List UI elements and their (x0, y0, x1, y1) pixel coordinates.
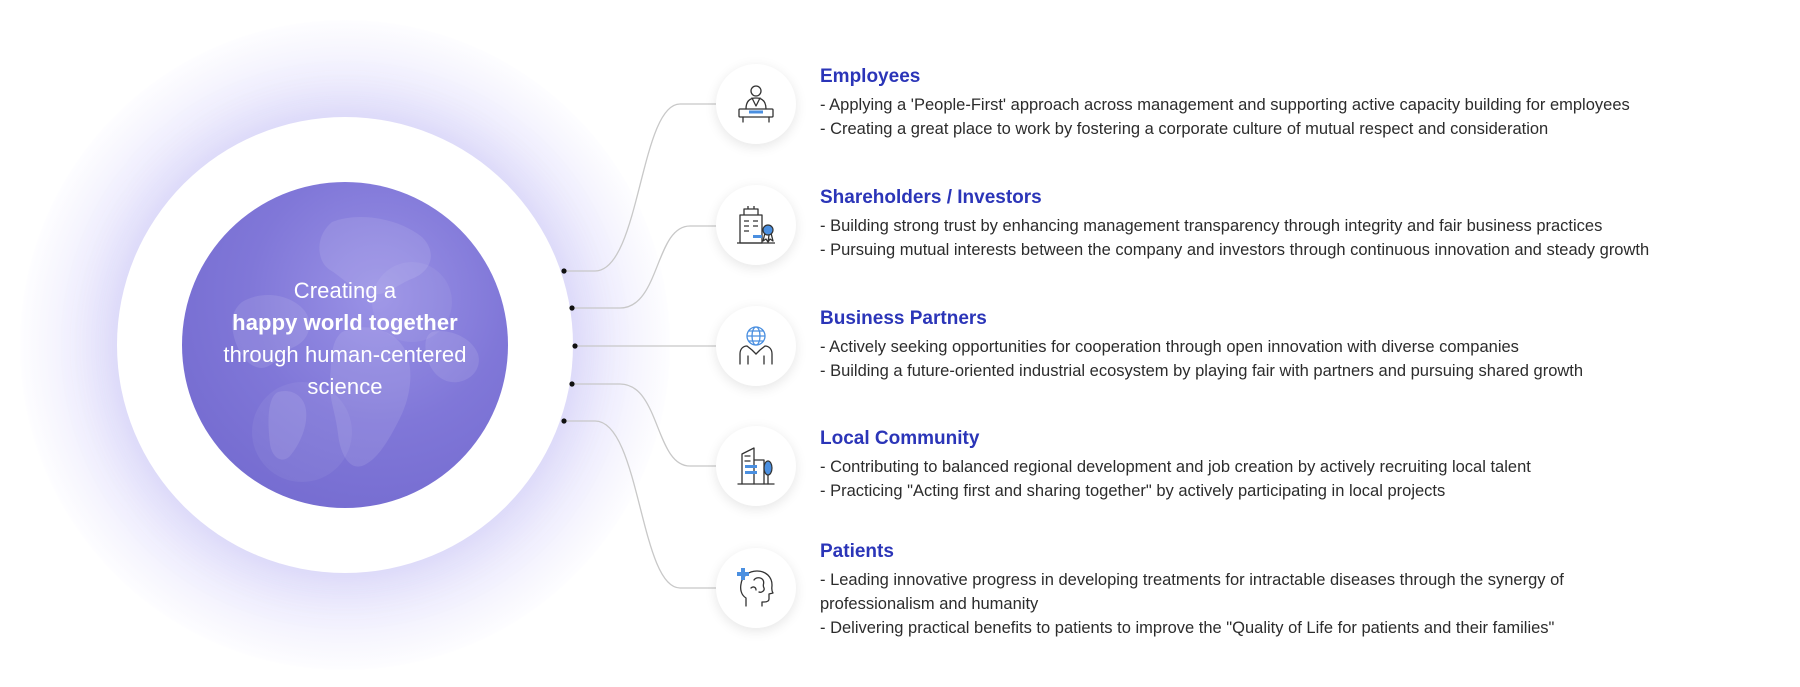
shareholders-point-1: - Building strong trust by enhancing man… (820, 217, 1603, 235)
community-icon-circle (716, 426, 796, 506)
connector-dot-community (569, 381, 575, 387)
shareholders-title: Shareholders / Investors (820, 187, 1042, 208)
connector-dot-employees (561, 268, 567, 274)
employee-icon-circle (716, 64, 796, 144)
community-text: Local Community - Contributing to balanc… (820, 426, 1720, 503)
connector-dot-shareholders (569, 305, 575, 311)
partners-point-2: - Building a future-oriented industrial … (820, 362, 1584, 380)
shareholders-point-2: - Pursuing mutual interests between the … (820, 241, 1650, 259)
partners-title: Business Partners (820, 308, 987, 329)
employees-point-2: - Creating a great place to work by fost… (820, 120, 1549, 138)
partners-point-1: - Actively seeking opportunities for coo… (820, 338, 1519, 356)
patients-title: Patients (820, 541, 894, 562)
employee-at-desk-icon (738, 85, 774, 123)
connector-employees (564, 103, 716, 272)
employees-title: Employees (820, 66, 921, 87)
community-point-1: - Contributing to balanced regional deve… (820, 458, 1531, 476)
globe-handshake-icon (739, 326, 773, 365)
hub-line-2: happy world together (232, 310, 458, 335)
head-medical-cross-icon (737, 568, 774, 607)
partners-text: Business Partners - Actively seeking opp… (820, 306, 1720, 383)
partners-icon-circle (716, 306, 796, 386)
connector-shareholders (572, 225, 716, 309)
shareholders-text: Shareholders / Investors - Building stro… (820, 185, 1720, 262)
patients-text: Patients - Leading innovative progress i… (820, 539, 1720, 640)
connector-patients (564, 420, 716, 589)
connector-dot-partners (572, 343, 578, 349)
city-building-tree-icon (737, 447, 775, 485)
patients-icon-circle (716, 548, 796, 628)
world-map-graphic (232, 217, 479, 482)
hub-globe (182, 182, 508, 508)
hub-statement: Creating a happy world together through … (182, 275, 508, 403)
building-certificate-icon (737, 206, 775, 244)
community-title: Local Community (820, 428, 980, 449)
employees-text: Employees - Applying a 'People-First' ap… (820, 64, 1720, 141)
hub-line-3: through human-centered (223, 342, 467, 367)
community-point-2: - Practicing "Acting first and sharing t… (820, 482, 1446, 500)
connector-dot-patients (561, 418, 567, 424)
employees-point-1: - Applying a 'People-First' approach acr… (820, 96, 1630, 114)
connector-community (572, 383, 716, 467)
hub-line-4: science (307, 374, 383, 399)
patients-point-1: - Leading innovative progress in develop… (820, 571, 1564, 613)
patients-point-2: - Delivering practical benefits to patie… (820, 619, 1555, 637)
hub-line-1: Creating a (293, 278, 397, 303)
shareholders-icon-circle (716, 185, 796, 265)
